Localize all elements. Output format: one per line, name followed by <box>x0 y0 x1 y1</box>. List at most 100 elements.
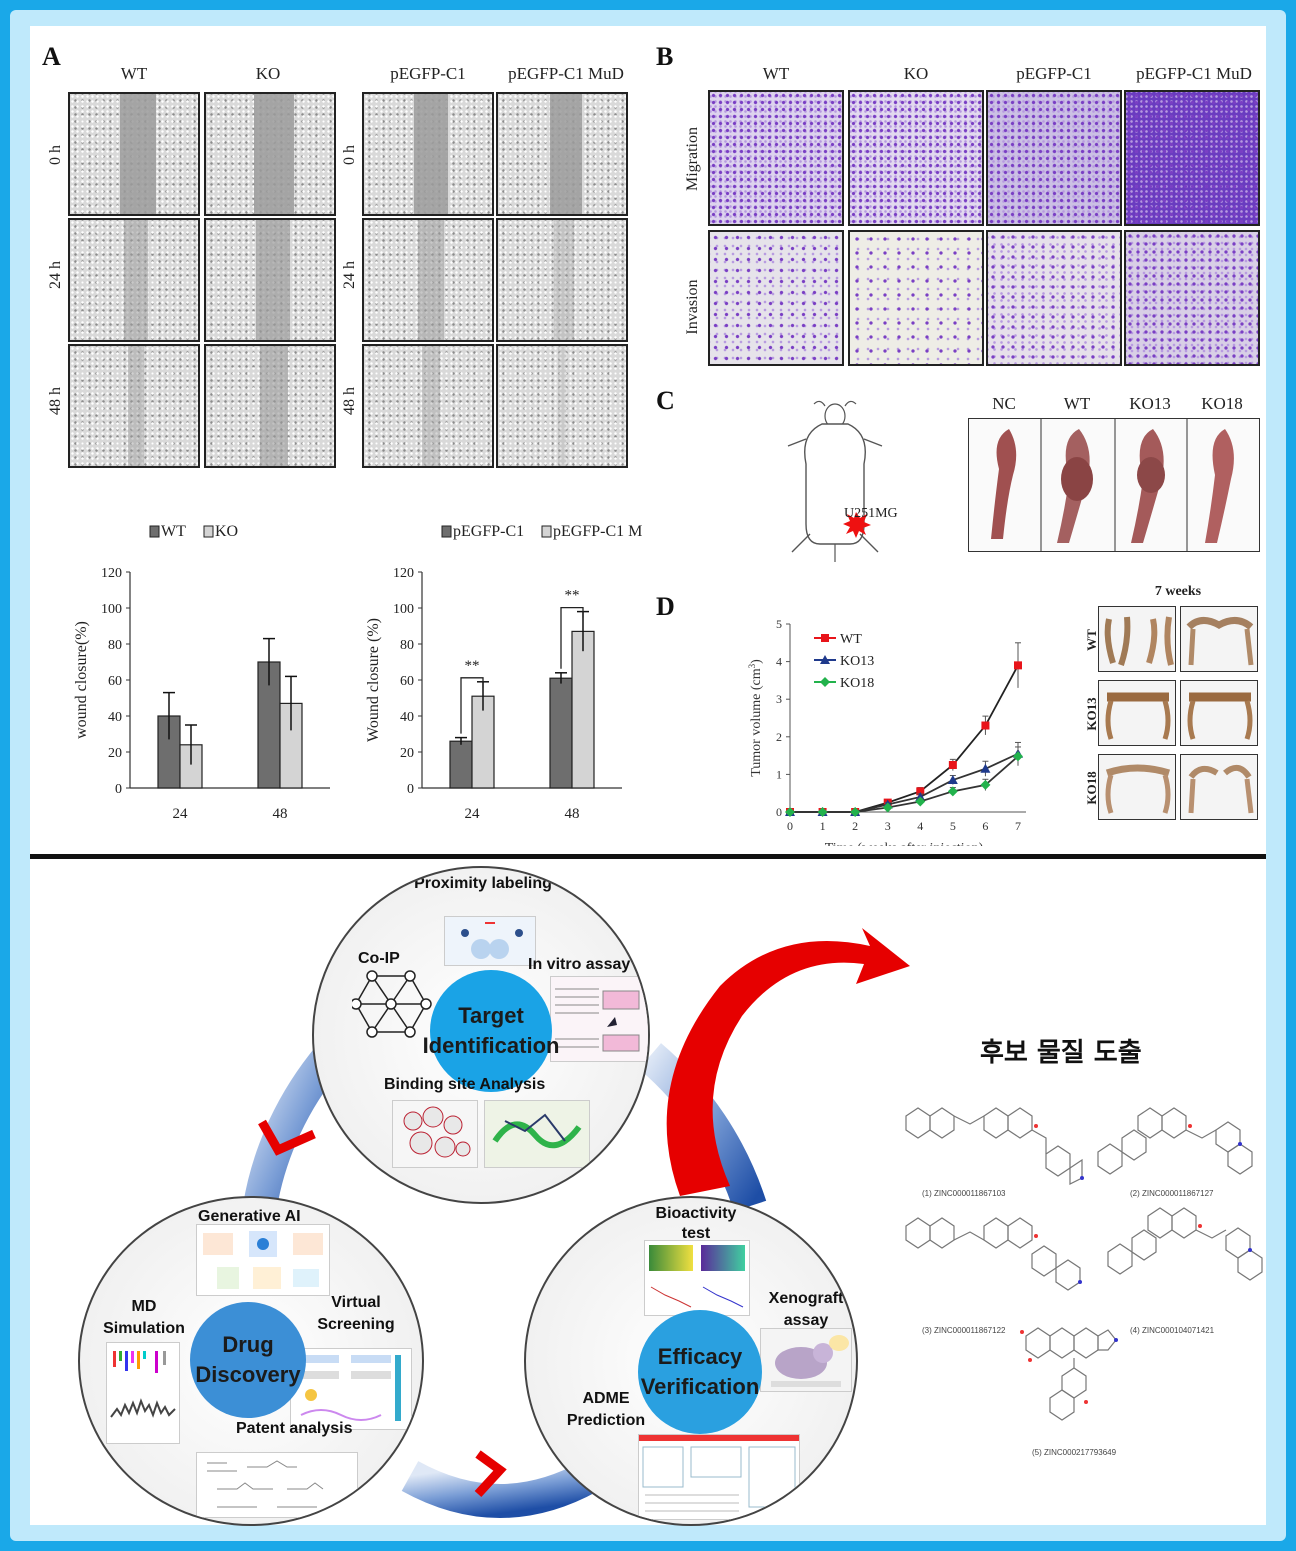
tumor-chart-point-KO18 <box>882 802 893 813</box>
candidate-structures <box>905 1107 1263 1421</box>
tumor-chart-point-KO18 <box>947 786 958 797</box>
bioactivity-test-figure <box>644 1240 750 1316</box>
bar-chart-2-x-tick-label: 24 <box>465 806 481 822</box>
compound-3-caption: (3) ZINC000011867122 <box>922 1326 1006 1335</box>
bar-chart-2-legend-swatch <box>441 525 452 538</box>
tumor-photo-ko13-1 <box>1098 680 1176 746</box>
tumor-chart-point-KO18 <box>980 779 991 790</box>
panel-c-col-nc: NC <box>992 394 1016 413</box>
tumor-chart-x-tick-label: 5 <box>950 819 956 833</box>
migration-ko <box>848 90 984 226</box>
bar-chart-2-significance-bracket <box>460 677 484 734</box>
scratch-ko-24h <box>204 218 336 342</box>
tumor-photo-wt-1 <box>1098 606 1176 672</box>
mouse-injection-label: U251MG <box>844 506 898 521</box>
tumor-chart-x-tick-label: 7 <box>1015 819 1021 833</box>
panel-a-col-pegfp: pEGFP-C1 <box>390 64 466 83</box>
virtual-screening-figure <box>290 1348 412 1430</box>
invasion-ko <box>848 230 984 366</box>
bar-chart-1-y-title: wound closure(%) <box>73 621 90 739</box>
bar-chart-2-y-tick-label: 40 <box>400 710 414 725</box>
bar-chart-1-y-tick-label: 80 <box>108 638 122 653</box>
bar-chart-1-x-tick-label: 48 <box>273 806 288 822</box>
proximity-labeling-label: Proximity labeling <box>414 875 552 892</box>
binding-site-ligand-figure <box>484 1100 590 1168</box>
bar-chart-1-legend-swatch <box>149 525 160 538</box>
bar-chart-1-y-tick-label: 120 <box>101 566 122 581</box>
bar-chart-1-legend-label: KO <box>215 523 238 540</box>
target-identification-circle: Target Identification Proximity labeling… <box>312 866 650 1204</box>
tumor-chart-y-tick-label: 3 <box>776 692 782 706</box>
bar-chart-2-x-tick-label: 48 <box>565 806 580 822</box>
panel-a-col-ko: KO <box>255 64 281 83</box>
panel-c-col-ko18: KO18 <box>1201 394 1243 413</box>
tumor-chart-y-tick-label: 4 <box>776 655 782 669</box>
binding-site-analysis-label: Binding site Analysis <box>384 1076 546 1093</box>
panel-a-row-0h-right: 0 h <box>341 145 358 165</box>
bar-chart-1-y-tick-label: 40 <box>108 710 122 725</box>
bar-chart-2-legend-label: pEGFP-C1 <box>453 523 524 540</box>
scratch-ko-48h <box>204 344 336 468</box>
tumor-chart-series-line <box>790 755 1019 813</box>
panel-c-letter: C <box>656 386 675 415</box>
panel-a-row-0h-left: 0 h <box>47 145 64 165</box>
efficacy-verification-circle: Efficacy Verification Bioactivity test X… <box>524 1196 858 1526</box>
bar-chart-2-y-tick-label: 20 <box>400 746 414 761</box>
panel-a-row-24h-left: 24 h <box>47 261 64 289</box>
bar-chart-2-significance-label: ** <box>565 588 580 604</box>
tumor-volume-line-chart: 01234501234567WTKO13KO18Time (weeks afte… <box>747 617 1026 846</box>
bar-chart-2-significance-bracket <box>560 606 584 669</box>
bar-chart-2-y-tick-label: 120 <box>393 566 414 581</box>
panel-b-col-pegfp: pEGFP-C1 <box>1016 64 1092 83</box>
scratch-mud-0h <box>496 92 628 216</box>
bar-chart-1-y-tick-label: 60 <box>108 674 122 689</box>
tumor-photo-ko13-2 <box>1180 680 1258 746</box>
candidates-title: 후보 물질 도출 <box>980 1038 1142 1068</box>
bar-chart-1-x-tick-label: 24 <box>173 806 189 822</box>
bar-chart-2-y-tick-label: 100 <box>393 602 414 617</box>
bar-chart-1-y-tick-label: 0 <box>115 782 122 797</box>
panel-c-col-wt: WT <box>1063 394 1091 413</box>
adme-prediction-figure <box>638 1434 800 1520</box>
xenograft-assay-label: Xenograft assay <box>768 1290 844 1329</box>
invasion-pegfp <box>986 230 1122 366</box>
bar-chart-2-y-tick-label: 0 <box>407 782 414 797</box>
tumor-chart-x-tick-label: 2 <box>852 819 858 833</box>
bar-chart-2-bar <box>449 740 473 789</box>
panel-b-col-ko: KO <box>903 64 929 83</box>
scratch-wt-24h <box>68 218 200 342</box>
tumor-chart-legend-marker <box>821 634 829 642</box>
panel-c-col-ko13: KO13 <box>1129 394 1171 413</box>
tumor-chart-series-line <box>790 664 1019 813</box>
scratch-mud-48h <box>496 344 628 468</box>
panel-a-row-48h-right: 48 h <box>341 387 358 415</box>
migration-wt <box>708 90 844 226</box>
tumor-chart-x-tick-label: 3 <box>885 819 891 833</box>
tumor-photo-wt-2 <box>1180 606 1258 672</box>
tumor-photo-ko18-2 <box>1180 754 1258 820</box>
tumor-chart-point-WT <box>916 787 925 796</box>
tumor-chart-legend-marker <box>820 677 830 687</box>
panel-a-row-24h-right: 24 h <box>341 261 358 289</box>
scratch-wt-48h <box>68 344 200 468</box>
binding-site-protein-figure <box>392 1100 478 1168</box>
tumor-chart-point-KO18 <box>1013 751 1023 762</box>
bar-chart-2-bar <box>571 630 595 789</box>
panel-a-row-48h-left: 48 h <box>47 387 64 415</box>
patent-analysis-figure <box>196 1452 358 1518</box>
tumor-chart-point-KO18 <box>817 807 828 817</box>
bar-chart-1-y-tick-label: 20 <box>108 746 122 761</box>
migration-pegfp <box>986 90 1122 226</box>
invasion-mud <box>1124 230 1260 366</box>
bar-chart-2-legend-swatch <box>541 525 552 538</box>
generative-ai-label: Generative AI <box>198 1208 301 1225</box>
tumor-chart-y-tick-label: 0 <box>776 805 782 819</box>
tumor-chart-point-KO18 <box>850 807 861 817</box>
bar-chart-2-y-tick-label: 80 <box>400 638 414 653</box>
bar-chart-2-legend-label: pEGFP-C1 MuD <box>553 523 642 540</box>
tumor-chart-y-tick-label: 5 <box>776 617 782 631</box>
mouse-diagram <box>787 400 883 562</box>
tumor-chart-x-title: Time (weeks after injection) <box>825 841 984 846</box>
panel-a-col-wt: WT <box>120 64 148 83</box>
